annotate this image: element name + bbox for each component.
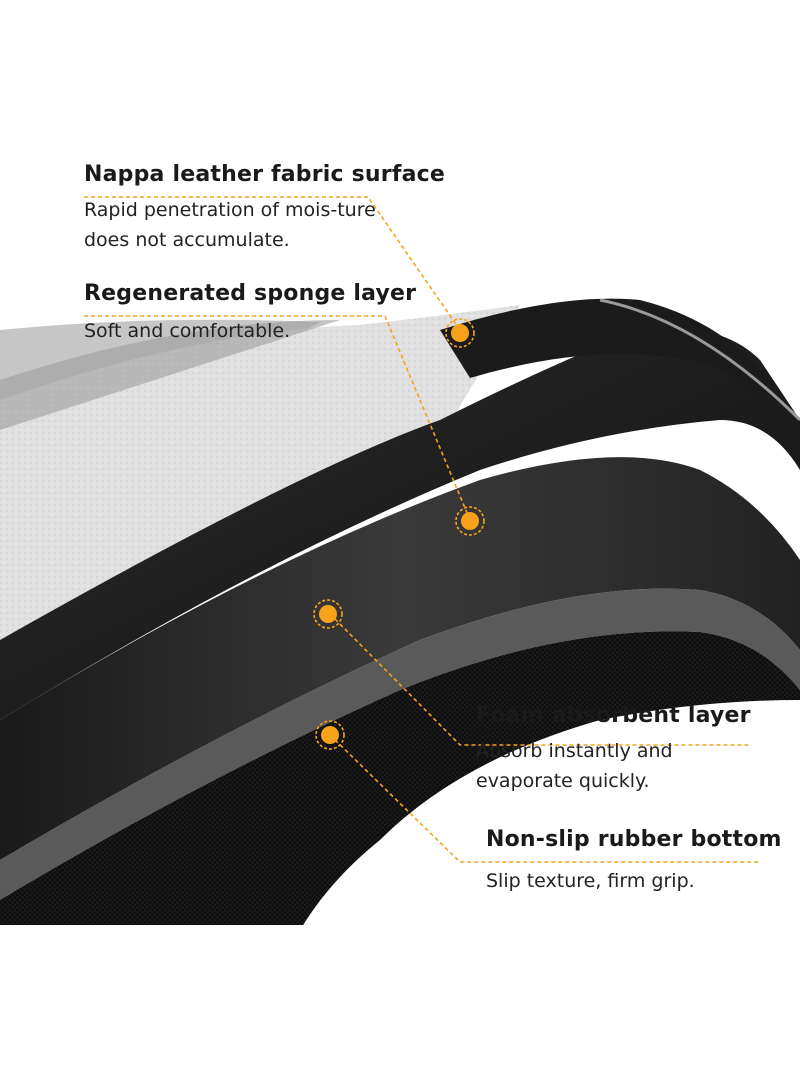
sponge-layer: [0, 328, 800, 720]
marker-rubber-icon: [315, 720, 345, 750]
callout-sponge-desc: Soft and comfortable.: [84, 320, 291, 342]
leader-rubber: [329, 734, 760, 863]
callout-rubber-title: Non-slip rubber bottom: [486, 827, 782, 852]
foam-layer: [0, 457, 800, 860]
surface-layer: [0, 305, 520, 640]
rubber-layer: [0, 631, 800, 930]
marker-sponge-icon: [455, 506, 485, 536]
callout-sponge: Regenerated sponge layer Soft and comfor…: [84, 281, 416, 346]
leader-nappa: [84, 196, 461, 331]
callout-nappa: Nappa leather fabric surface Rapid penet…: [84, 162, 445, 255]
callout-foam-title: Foam absorbent layer: [476, 703, 751, 728]
callout-foam: Foam absorbent layer Absorb instantly an…: [476, 703, 751, 796]
background-shadow: [0, 0, 800, 330]
marker-foam-icon: [313, 599, 343, 629]
callout-rubber-desc: Slip texture, firm grip.: [486, 870, 695, 892]
callout-rubber: Non-slip rubber bottom Slip texture, fir…: [486, 827, 786, 896]
callout-nappa-desc: Rapid penetration of mois-ture does not …: [84, 199, 376, 251]
callout-sponge-title: Regenerated sponge layer: [84, 281, 417, 306]
callout-nappa-title: Nappa leather fabric surface: [84, 162, 446, 187]
leader-foam: [329, 613, 750, 746]
marker-nappa-icon: [445, 318, 475, 348]
leader-sponge: [84, 315, 471, 521]
callout-foam-desc: Absorb instantly and evaporate quickly.: [476, 740, 673, 792]
